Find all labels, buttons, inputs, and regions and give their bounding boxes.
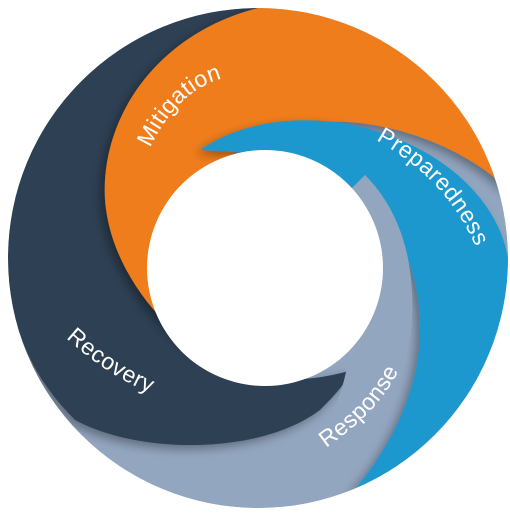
mitigation-band <box>104 8 508 355</box>
recovery-band <box>8 8 352 446</box>
center-hole <box>147 150 383 386</box>
preparedness-band <box>200 120 508 495</box>
